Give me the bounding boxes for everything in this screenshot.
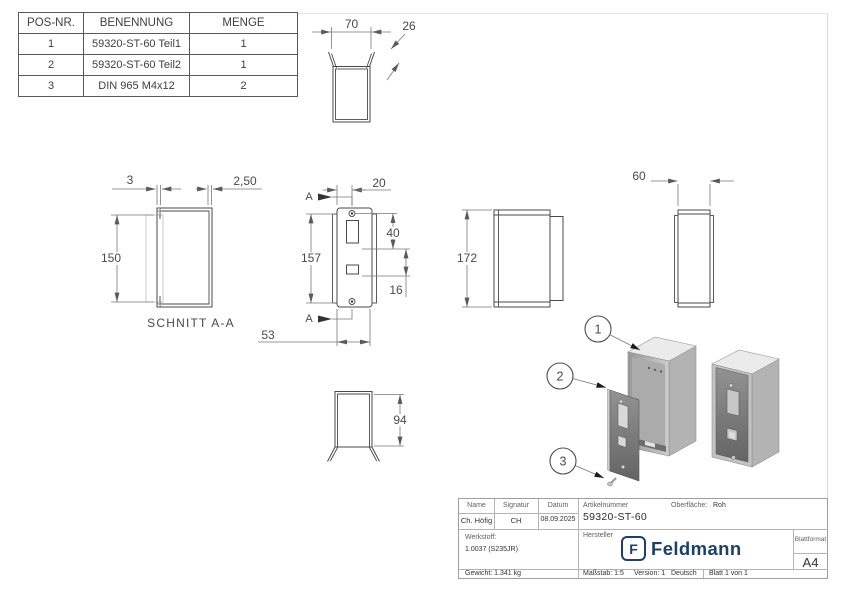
lower-cutout xyxy=(346,264,359,275)
dim-2-50-label: 2,50 xyxy=(233,174,257,188)
front-view: A A 20 40 xyxy=(258,176,410,346)
table-row: 1 59320-ST-60 Teil1 1 xyxy=(18,33,298,55)
logo-wordmark: Feldmann xyxy=(651,537,742,559)
language-value: Deutsch xyxy=(671,570,697,577)
dim-150-label: 150 xyxy=(101,251,121,265)
dimension-20: 20 xyxy=(323,176,391,206)
row1-benennung: 59320-ST-60 Teil1 xyxy=(83,33,190,55)
sheet-number-value: Blatt 1 von 1 xyxy=(709,570,748,577)
table-row: 2 59320-ST-60 Teil2 1 xyxy=(18,54,298,76)
header-menge: MENGE xyxy=(189,12,298,34)
section-mark-top-label: A xyxy=(305,191,313,203)
sheet-format-value: A4 xyxy=(802,555,819,570)
top-view: 70 26 xyxy=(312,17,416,123)
exploded-part2-3d xyxy=(607,388,640,482)
signature-value: CH xyxy=(510,516,522,525)
section-mark-bottom-label: A xyxy=(305,313,313,325)
parts-table-header-row: POS-NR. BENENNUNG MENGE xyxy=(18,12,298,34)
dim-157-label: 157 xyxy=(301,251,321,265)
dim-53-label: 53 xyxy=(261,328,275,342)
section-cut-mark-bottom: A xyxy=(305,309,353,325)
dim-172-label: 172 xyxy=(457,251,477,265)
balloon-3: 3 xyxy=(549,447,605,479)
logo-monogram: F xyxy=(629,540,638,557)
row3-menge: 2 xyxy=(189,75,298,97)
row3-benennung: DIN 965 M4x12 xyxy=(83,75,190,97)
dimension-172: 172 xyxy=(453,209,492,308)
balloon-1-label: 1 xyxy=(595,323,602,337)
surface-value: Roh xyxy=(713,502,726,509)
part2-view: 94 xyxy=(327,391,409,462)
row2-menge: 1 xyxy=(189,54,298,76)
dim-3-label: 3 xyxy=(127,173,134,187)
dimension-2-50: 2,50 xyxy=(196,174,262,205)
header-benennung: BENENNUNG xyxy=(83,12,190,34)
parts-table: POS-NR. BENENNUNG MENGE 1 59320-ST-60 Te… xyxy=(18,12,298,97)
feldmann-logo: F Feldmann xyxy=(621,536,742,561)
dim-26-label: 26 xyxy=(402,19,416,33)
row3-pos: 3 xyxy=(18,75,84,97)
surface-label: Oberfläche: xyxy=(671,502,708,509)
dimension-94: 94 xyxy=(374,394,409,447)
assembled-3d xyxy=(711,349,780,468)
balloon-2-label: 2 xyxy=(557,370,564,384)
exploded-screw-3d xyxy=(607,477,617,487)
dim-60-label: 60 xyxy=(632,169,646,183)
dimension-157: 157 xyxy=(299,213,334,304)
date-label: Datum xyxy=(547,502,569,509)
dim-94-label: 94 xyxy=(393,413,407,427)
date-value: 08.09.2025 xyxy=(540,516,576,523)
material-value: 1.0037 (S235JR) xyxy=(465,546,518,553)
material-label: Werkstoff: xyxy=(465,534,497,541)
dimension-53: 53 xyxy=(258,309,371,346)
manufacturer-label: Hersteller xyxy=(583,532,613,539)
dim-20-label: 20 xyxy=(372,176,386,190)
dimension-70: 70 xyxy=(312,17,391,49)
dim-70-label: 70 xyxy=(345,17,359,31)
balloon-3-label: 3 xyxy=(560,455,567,469)
name-label: Name xyxy=(467,502,486,509)
article-number-label: Artikelnummer xyxy=(583,502,629,509)
name-value: Ch. Höfig xyxy=(460,516,493,525)
row2-benennung: 59320-ST-60 Teil2 xyxy=(83,54,190,76)
row1-menge: 1 xyxy=(189,33,298,55)
section-cut-mark-top: A xyxy=(305,191,353,206)
section-title: SCHNITT A-A xyxy=(147,316,235,330)
sheet-format-label: Blattformat xyxy=(794,536,827,543)
feldmann-logo-icon: F xyxy=(621,536,646,561)
table-row: 3 DIN 965 M4x12 2 xyxy=(18,75,298,97)
dimension-60: 60 xyxy=(632,169,734,206)
dim-40-label: 40 xyxy=(386,226,400,240)
dimension-40: 40 xyxy=(355,213,410,250)
dimension-16: 16 xyxy=(362,248,410,297)
article-number-value: 59320-ST-60 xyxy=(583,511,648,523)
dimension-3: 3 xyxy=(112,173,181,205)
scale-value: Maßstab: 1:5 xyxy=(583,570,624,577)
row2-pos: 2 xyxy=(18,54,84,76)
dimension-150: 150 xyxy=(99,214,154,303)
upper-cutout xyxy=(346,220,359,244)
header-pos-nr: POS-NR. xyxy=(18,12,84,34)
balloon-2: 2 xyxy=(546,362,607,390)
title-block: Name Signatur Datum Ch. Höfig CH 08.09.2… xyxy=(458,498,828,579)
row1-pos: 1 xyxy=(18,33,84,55)
balloon-1: 1 xyxy=(584,315,641,351)
dim-16-label: 16 xyxy=(389,283,403,297)
signature-label: Signatur xyxy=(502,502,530,509)
weight-value: Gewicht: 1.341 kg xyxy=(465,570,522,577)
rear-view: 60 xyxy=(632,169,734,308)
version-value: Version: 1 xyxy=(634,570,666,577)
bottom-hole xyxy=(348,298,356,305)
section-view: 3 2,50 150 SCHNITT A-A xyxy=(99,173,262,330)
dimension-26: 26 xyxy=(386,19,416,81)
side-view: 172 xyxy=(453,209,564,308)
